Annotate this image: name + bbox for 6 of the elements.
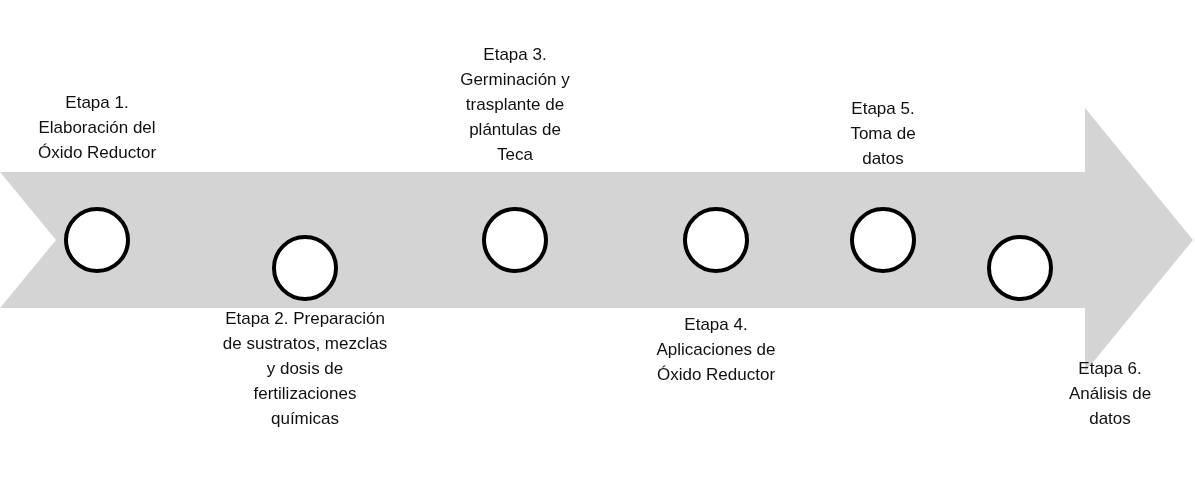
stage-label: Etapa 2. Preparación de sustratos, mezclas y dosis de fertilizaciones químicas <box>221 308 389 430</box>
stage-label: Etapa 1. Elaboración del Óxido Reductor <box>37 92 157 164</box>
stage-label: Etapa 3. Germinación y trasplante de plántulas de Teca <box>459 44 571 166</box>
stage-label: Etapa 5. Toma de datos <box>849 98 917 170</box>
stage-label: Etapa 4. Aplicaciones de Óxido Reductor <box>655 314 777 386</box>
stage-label: Etapa 6. Análisis de datos <box>1067 358 1153 430</box>
